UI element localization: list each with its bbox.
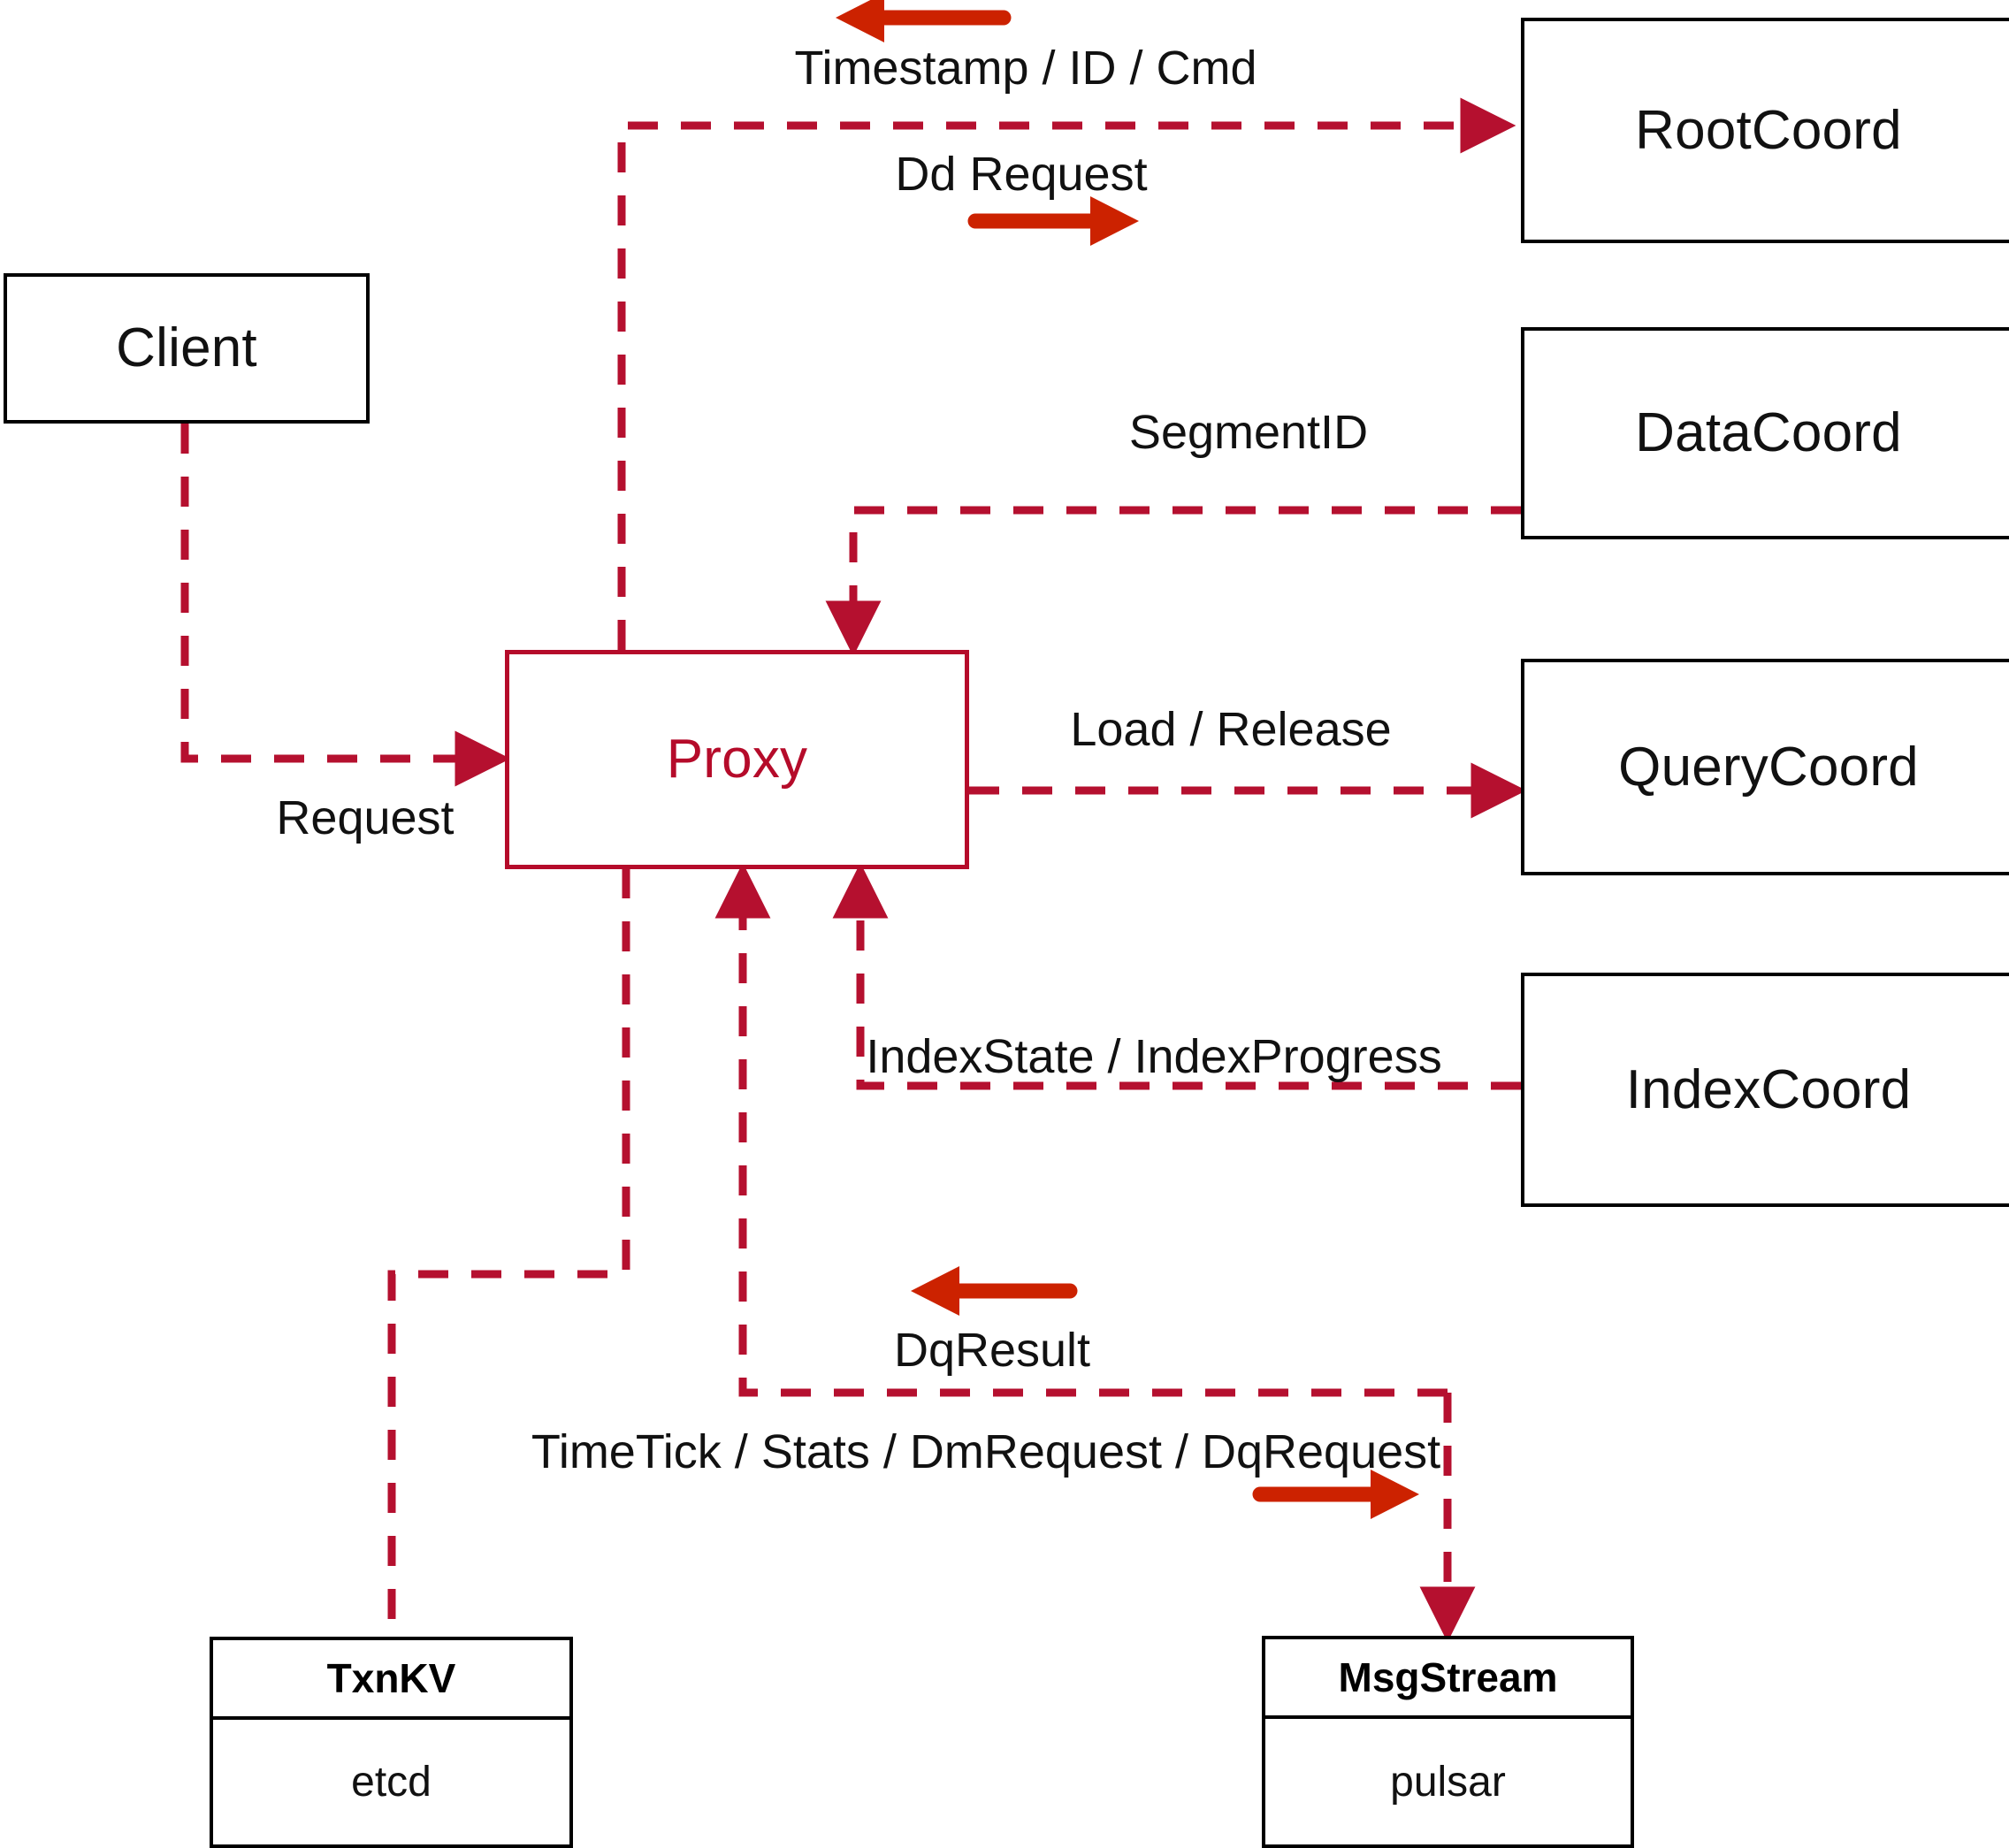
edge-proxy-txnkv xyxy=(387,868,630,1637)
node-proxy-label: Proxy xyxy=(666,729,808,790)
node-msgstream[interactable]: MsgStream pulsar xyxy=(1262,1636,1634,1848)
edge-label-timetick-stats: TimeTick / Stats / DmRequest / DqRequest xyxy=(531,1425,1441,1478)
edge-msgstream-proxy xyxy=(714,862,1448,1397)
node-txnkv-header: TxnKV xyxy=(213,1640,569,1720)
node-indexcoord-label: IndexCoord xyxy=(1625,1058,1912,1120)
edge-label-dq-result: DqResult xyxy=(893,1324,1091,1377)
edge-label-request: Request xyxy=(276,791,455,844)
node-indexcoord[interactable]: IndexCoord xyxy=(1521,973,2009,1207)
edge-proxy-rootcoord xyxy=(617,97,1516,650)
node-msgstream-title: MsgStream xyxy=(1338,1654,1558,1700)
edge-label-load-release: Load / Release xyxy=(1070,703,1392,756)
node-txnkv-impl: etcd xyxy=(351,1759,432,1806)
node-msgstream-impl: pulsar xyxy=(1390,1758,1506,1806)
edge-indexcoord-proxy xyxy=(832,862,1521,1090)
node-txnkv-title: TxnKV xyxy=(326,1655,456,1701)
edge-datacoord-proxy xyxy=(825,506,1521,657)
edge-label-dd-request: Dd Request xyxy=(895,148,1148,201)
node-querycoord[interactable]: QueryCoord xyxy=(1521,659,2009,875)
node-datacoord[interactable]: DataCoord xyxy=(1521,327,2009,539)
direction-arrow-dd-request xyxy=(967,196,1139,246)
node-client-label: Client xyxy=(116,317,257,378)
node-client[interactable]: Client xyxy=(4,273,370,424)
node-querycoord-label: QueryCoord xyxy=(1618,736,1919,798)
node-msgstream-header: MsgStream xyxy=(1265,1639,1631,1719)
node-msgstream-body: pulsar xyxy=(1265,1719,1631,1844)
node-proxy[interactable]: Proxy xyxy=(505,650,969,869)
edge-label-index-state-progress: IndexState / IndexProgress xyxy=(866,1030,1442,1083)
node-datacoord-label: DataCoord xyxy=(1635,402,1902,463)
edge-label-segment-id: SegmentID xyxy=(1128,406,1369,459)
direction-arrow-timetick xyxy=(1252,1470,1419,1519)
direction-arrow-dqresult xyxy=(911,1266,1078,1316)
node-txnkv[interactable]: TxnKV etcd xyxy=(210,1637,573,1848)
node-txnkv-body: etcd xyxy=(213,1720,569,1844)
node-rootcoord-label: RootCoord xyxy=(1635,99,1902,161)
edge-label-timestamp-id-cmd: Timestamp / ID / Cmd xyxy=(794,42,1257,95)
node-rootcoord[interactable]: RootCoord xyxy=(1521,18,2009,243)
direction-arrow-timestamp-id-cmd xyxy=(836,0,1012,42)
edge-client-proxy xyxy=(180,424,511,787)
